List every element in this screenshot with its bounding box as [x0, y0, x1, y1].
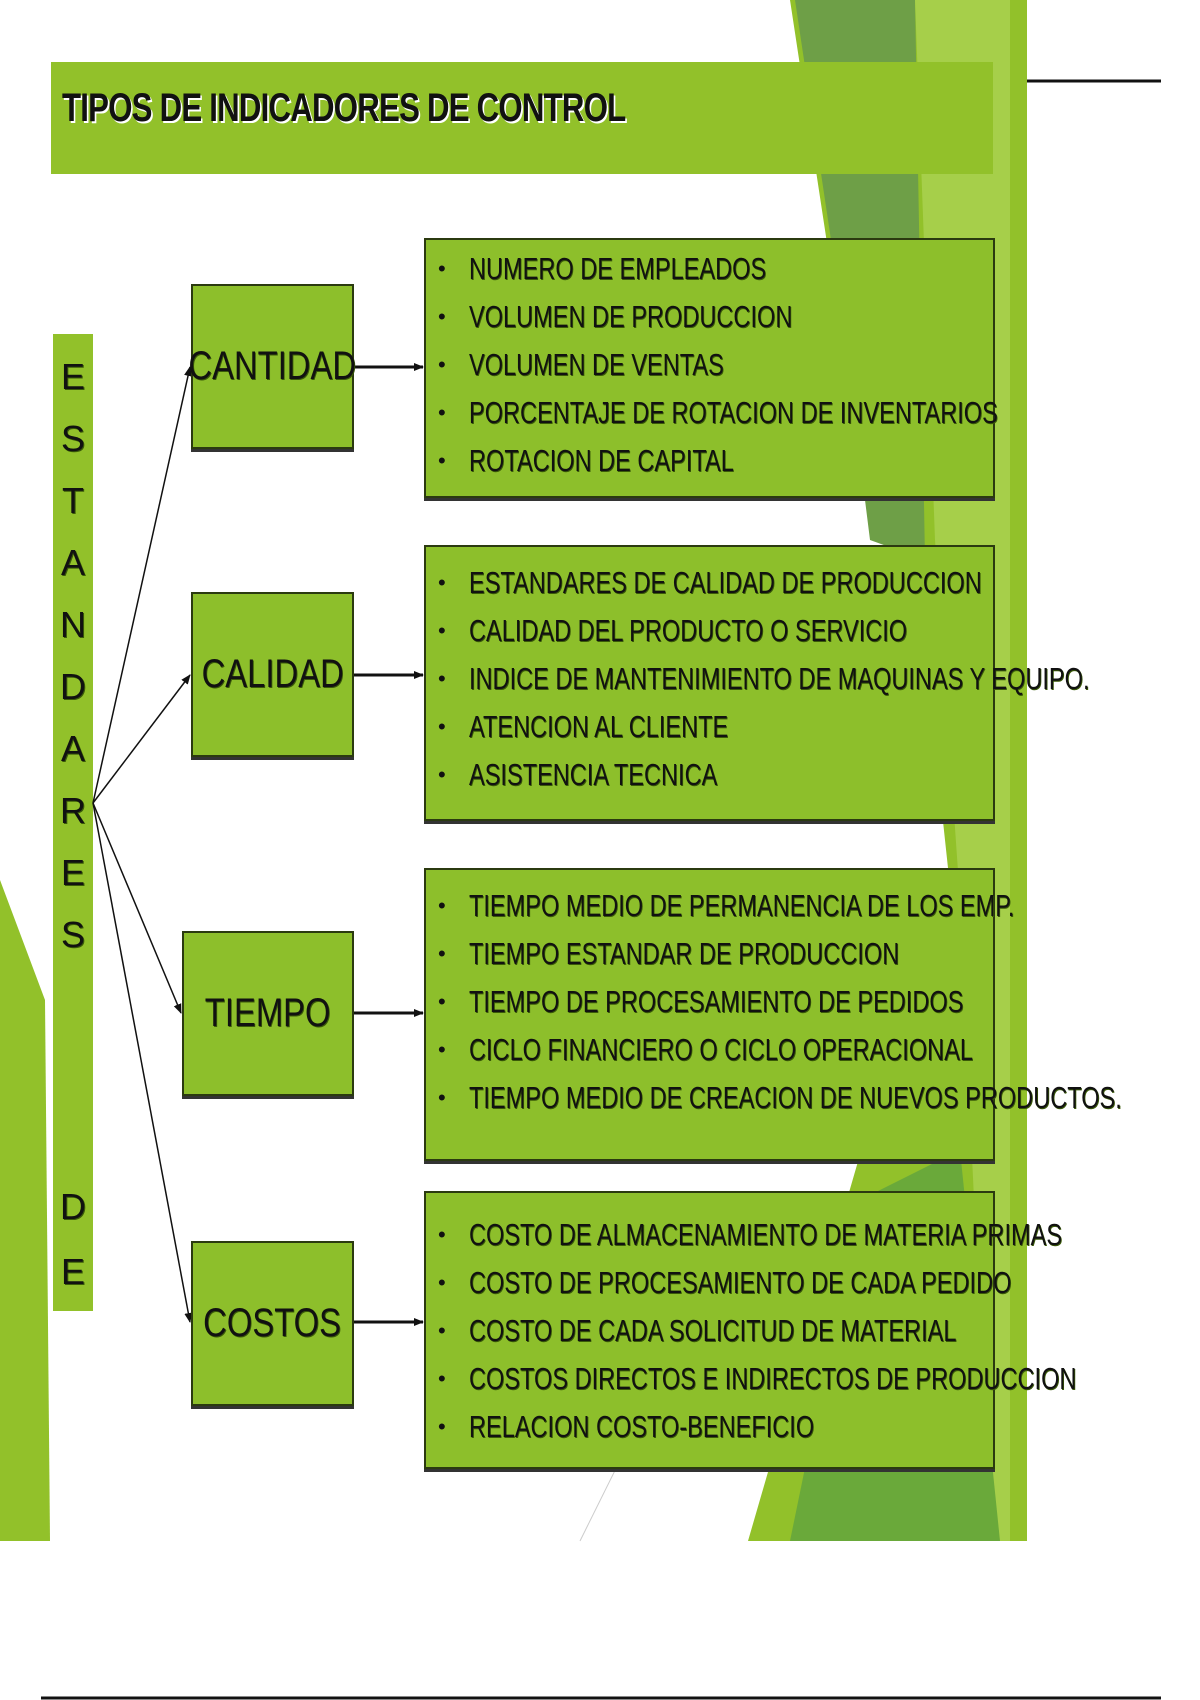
bullet-icon: •: [438, 1085, 446, 1110]
details-box-tiempo: • TIEMPO MEDIO DE PERMANENCIA DE LOS EMP.…: [424, 868, 1122, 1161]
vertical-letter: D: [60, 1186, 86, 1227]
title-bar: [51, 62, 993, 174]
item-text: CALIDAD DEL PRODUCTO O SERVICIO: [469, 613, 908, 648]
item-text: TIEMPO DE PROCESAMIENTO DE PEDIDOS: [469, 984, 964, 1019]
bullet-icon: •: [438, 1414, 446, 1439]
item-text: TIEMPO MEDIO DE PERMANENCIA DE LOS EMP.: [469, 888, 1015, 923]
bullet-icon: •: [438, 1270, 446, 1295]
details-box-cantidad: • NUMERO DE EMPLEADOS • VOLUMEN DE PRODUCC…: [424, 238, 998, 498]
item-text: RELACION COSTO-BENEFICIO: [469, 1409, 815, 1444]
item-text: TIEMPO ESTANDAR DE PRODUCCION: [469, 936, 900, 971]
category-box-calidad: CALIDAD: [191, 592, 354, 757]
bullet-icon: •: [438, 989, 446, 1014]
arrow-to-tiempo: [92, 802, 182, 1014]
item-text: CICLO FINANCIERO O CICLO OPERACIONAL: [469, 1032, 974, 1067]
bullet-icon: •: [438, 762, 446, 787]
bullet-icon: •: [438, 400, 446, 425]
vertical-letter: N: [60, 604, 86, 645]
bullet-icon: •: [438, 1318, 446, 1343]
vertical-letter: E: [60, 356, 85, 397]
details-box-costos: • COSTO DE ALMACENAMIENTO DE MATERIA PRIM…: [424, 1191, 1076, 1469]
vertical-letter: D: [60, 666, 86, 707]
bullet-icon: •: [438, 1222, 446, 1247]
item-text: PORCENTAJE DE ROTACION DE INVENTARIOS: [469, 395, 998, 430]
category-label: TIEMPO: [205, 991, 331, 1035]
bullet-icon: •: [438, 352, 446, 377]
bullet-icon: •: [438, 304, 446, 329]
item-text: VOLUMEN DE PRODUCCION: [469, 299, 793, 334]
bullet-icon: •: [438, 1366, 446, 1391]
details-box-calidad: • ESTANDARES DE CALIDAD DE PRODUCCION • CA…: [424, 545, 1090, 821]
item-text: NUMERO DE EMPLEADOS: [469, 251, 767, 286]
arrow-to-cantidad: [92, 366, 192, 804]
bullet-icon: •: [438, 941, 446, 966]
category-box-tiempo: TIEMPO: [182, 931, 354, 1096]
bullet-icon: •: [438, 666, 446, 691]
bullet-icon: •: [438, 618, 446, 643]
bullet-icon: •: [438, 893, 446, 918]
vertical-letter: E: [60, 852, 85, 893]
category-label: CANTIDAD: [188, 344, 357, 388]
category-box-costos: COSTOS: [191, 1241, 354, 1406]
item-text: COSTOS DIRECTOS E INDIRECTOS DE PRODUCCI…: [469, 1361, 1077, 1396]
vertical-letter: E: [60, 1251, 85, 1292]
item-text: VOLUMEN DE VENTAS: [469, 347, 724, 382]
bullet-icon: •: [438, 448, 446, 473]
item-text: INDICE DE MANTENIMIENTO DE MAQUINAS Y EQ…: [469, 661, 1090, 696]
category-label: CALIDAD: [201, 652, 344, 696]
bullet-icon: •: [438, 714, 446, 739]
page-title: TIPOS DE INDICADORES DE CONTROL: [62, 86, 626, 130]
item-text: COSTO DE ALMACENAMIENTO DE MATERIA PRIMA…: [469, 1217, 1063, 1252]
category-label: COSTOS: [203, 1301, 342, 1345]
vertical-letter: A: [60, 542, 85, 583]
item-text: ATENCION AL CLIENTE: [469, 709, 729, 744]
arrow-to-costos: [92, 802, 193, 1323]
category-box-cantidad: CANTIDAD: [188, 284, 357, 449]
vertical-letter: S: [60, 914, 85, 955]
item-text: ESTANDARES DE CALIDAD DE PRODUCCION: [469, 565, 982, 600]
vertical-letter: T: [62, 480, 84, 521]
arrow-to-calidad: [92, 674, 191, 804]
vertical-letter: R: [60, 790, 86, 831]
vertical-letter: A: [60, 728, 85, 769]
bullet-icon: •: [438, 570, 446, 595]
item-text: ASISTENCIA TECNICA: [469, 757, 718, 792]
item-text: TIEMPO MEDIO DE CREACION DE NUEVOS PRODU…: [469, 1080, 1122, 1115]
vertical-letter: S: [60, 418, 85, 459]
item-text: COSTO DE PROCESAMIENTO DE CADA PEDIDO: [469, 1265, 1012, 1300]
bullet-icon: •: [438, 256, 446, 281]
item-text: COSTO DE CADA SOLICITUD DE MATERIAL: [469, 1313, 957, 1348]
vertical-label-estandares-de: E S T A N D A R E S D E: [53, 334, 93, 1311]
bullet-icon: •: [438, 1037, 446, 1062]
item-text: ROTACION DE CAPITAL: [469, 443, 734, 478]
